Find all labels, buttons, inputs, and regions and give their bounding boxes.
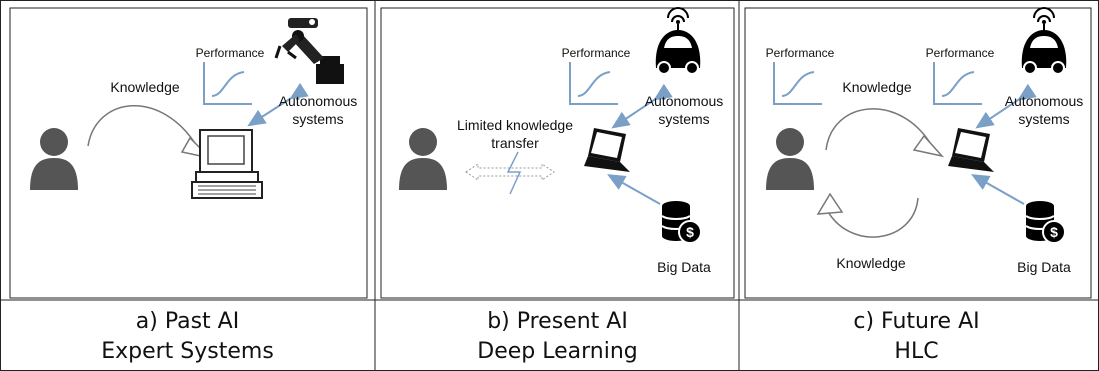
robot-arm-icon (274, 18, 344, 84)
limited-transfer-arrow (465, 163, 555, 181)
caption-c-line1: c) Future AI (853, 309, 980, 334)
knowledge-arrow-top (825, 108, 933, 151)
autonomous-car-icon (1020, 7, 1068, 75)
knowledge-arrow-bottom (825, 197, 919, 238)
laptop-icon (584, 128, 630, 172)
person-icon (30, 128, 78, 190)
data-feed-arrow (607, 174, 661, 205)
retro-computer-icon (191, 129, 263, 199)
caption-a-line2: Expert Systems (101, 339, 274, 364)
panel-c-frame (744, 7, 1092, 299)
systems-link-arrow (975, 83, 1037, 129)
big-data-label: Big Data (657, 259, 711, 275)
systems-label-line2: systems (292, 111, 343, 127)
systems-label-line1: Autonomous (645, 93, 724, 109)
performance-label: Performance (562, 46, 631, 60)
caption-a-line1: a) Past AI (135, 309, 240, 334)
knowledge-arrow (87, 105, 199, 149)
database-icon (661, 200, 702, 244)
performance-curve-icon (569, 61, 619, 105)
knowledge-arrow-head (816, 192, 844, 215)
systems-link-arrow (247, 82, 309, 127)
panel-b-frame (380, 7, 735, 299)
person-icon (766, 128, 814, 190)
performance-label-left: Performance (766, 46, 835, 60)
panel-c: Performance Performance Knowledge Knowle… (766, 7, 1084, 275)
database-icon (1025, 200, 1066, 244)
systems-label-line1: Autonomous (279, 93, 358, 109)
person-icon (399, 128, 447, 190)
panel-b: Limited knowledge transfer Performance A… (399, 7, 724, 275)
knowledge-label: Knowledge (110, 79, 179, 95)
caption-b-line1: b) Present AI (487, 309, 628, 334)
big-data-label: Big Data (1017, 259, 1071, 275)
systems-label-line1: Autonomous (1005, 93, 1084, 109)
caption-b-line2: Deep Learning (477, 339, 638, 364)
limited-transfer-label-line1: Limited knowledge (457, 117, 573, 133)
systems-label-line2: systems (1018, 111, 1069, 127)
knowledge-label-top: Knowledge (842, 79, 911, 95)
performance-label: Performance (196, 46, 265, 60)
knowledge-arrow-head (912, 134, 945, 158)
data-feed-arrow (971, 174, 1025, 205)
caption-c-line2: HLC (894, 339, 939, 364)
systems-link-arrow (611, 83, 673, 129)
autonomous-car-icon (654, 7, 702, 75)
performance-curve-icon (933, 61, 983, 105)
performance-label-right: Performance (926, 46, 995, 60)
limited-transfer-label-line2: transfer (491, 135, 539, 151)
panel-a: Knowledge Performance Autonomous systems (30, 18, 358, 199)
broken-link-icon (506, 151, 522, 195)
performance-curve-icon (773, 61, 823, 105)
performance-curve-icon (203, 61, 253, 105)
laptop-icon (948, 128, 994, 172)
knowledge-label-bottom: Knowledge (836, 255, 905, 271)
panel-a-frame (9, 7, 368, 299)
systems-label-line2: systems (658, 111, 709, 127)
